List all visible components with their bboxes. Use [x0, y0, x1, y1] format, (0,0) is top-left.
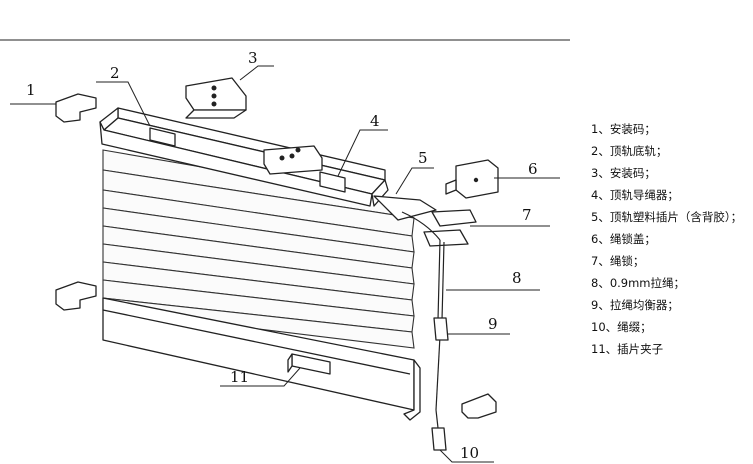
legend-item: 1、安装码； — [591, 122, 656, 136]
callout-numbers: 1 2 3 4 5 6 7 8 9 10 11 — [26, 49, 538, 462]
pull-cord — [401, 211, 445, 411]
mounting-clip-top-left — [55, 93, 97, 123]
insert-clip — [287, 353, 331, 375]
callout-9: 9 — [488, 315, 498, 333]
legend-item: 2、顶轨底轨； — [591, 144, 668, 158]
callout-4: 4 — [370, 112, 380, 130]
callout-3: 3 — [248, 49, 258, 67]
legend-item: 3、安装码； — [591, 166, 656, 180]
legend-item: 6、绳锁盖； — [591, 232, 656, 246]
legend-item: 4、顶轨导绳器； — [591, 188, 679, 202]
callout-1: 1 — [26, 81, 36, 99]
cord-guide — [149, 127, 346, 193]
cord-lock-cover — [445, 159, 499, 199]
callout-2: 2 — [110, 64, 120, 82]
pleated-blind-exploded-diagram: 1 2 3 4 5 6 7 8 9 10 11 — [0, 39, 570, 463]
legend-item: 11、插片夹子 — [591, 342, 664, 356]
cord-equalizer — [433, 317, 449, 341]
loose-bracket — [185, 77, 247, 119]
callout-6: 6 — [528, 160, 538, 178]
mounted-bracket — [263, 145, 323, 175]
mounting-clip-bottom-right — [461, 393, 497, 419]
legend-item: 10、绳缀； — [591, 320, 652, 334]
callout-8: 8 — [512, 269, 522, 287]
cord-weight — [431, 409, 447, 451]
legend-item: 9、拉绳均衡器； — [591, 298, 679, 312]
callout-5: 5 — [418, 149, 428, 167]
callout-7: 7 — [522, 206, 532, 224]
callout-11: 11 — [230, 368, 249, 386]
leader-lines — [10, 65, 560, 463]
pleated-fabric — [102, 149, 415, 349]
bottom-rail — [102, 297, 421, 421]
parts-legend: 1、安装码； 2、顶轨底轨； 3、安装码； 4、顶轨导绳器； 5、顶轨塑料插片（… — [591, 118, 742, 360]
cord-lock — [423, 209, 477, 247]
mounting-clip-mid-left — [55, 281, 97, 311]
legend-item: 7、绳锁； — [591, 254, 645, 268]
callout-10: 10 — [460, 444, 479, 462]
legend-item: 5、顶轨塑料插片（含背胶）； — [591, 210, 743, 224]
plastic-insert-strip — [373, 195, 437, 221]
legend-item: 8、0.9mm拉绳； — [591, 276, 686, 290]
